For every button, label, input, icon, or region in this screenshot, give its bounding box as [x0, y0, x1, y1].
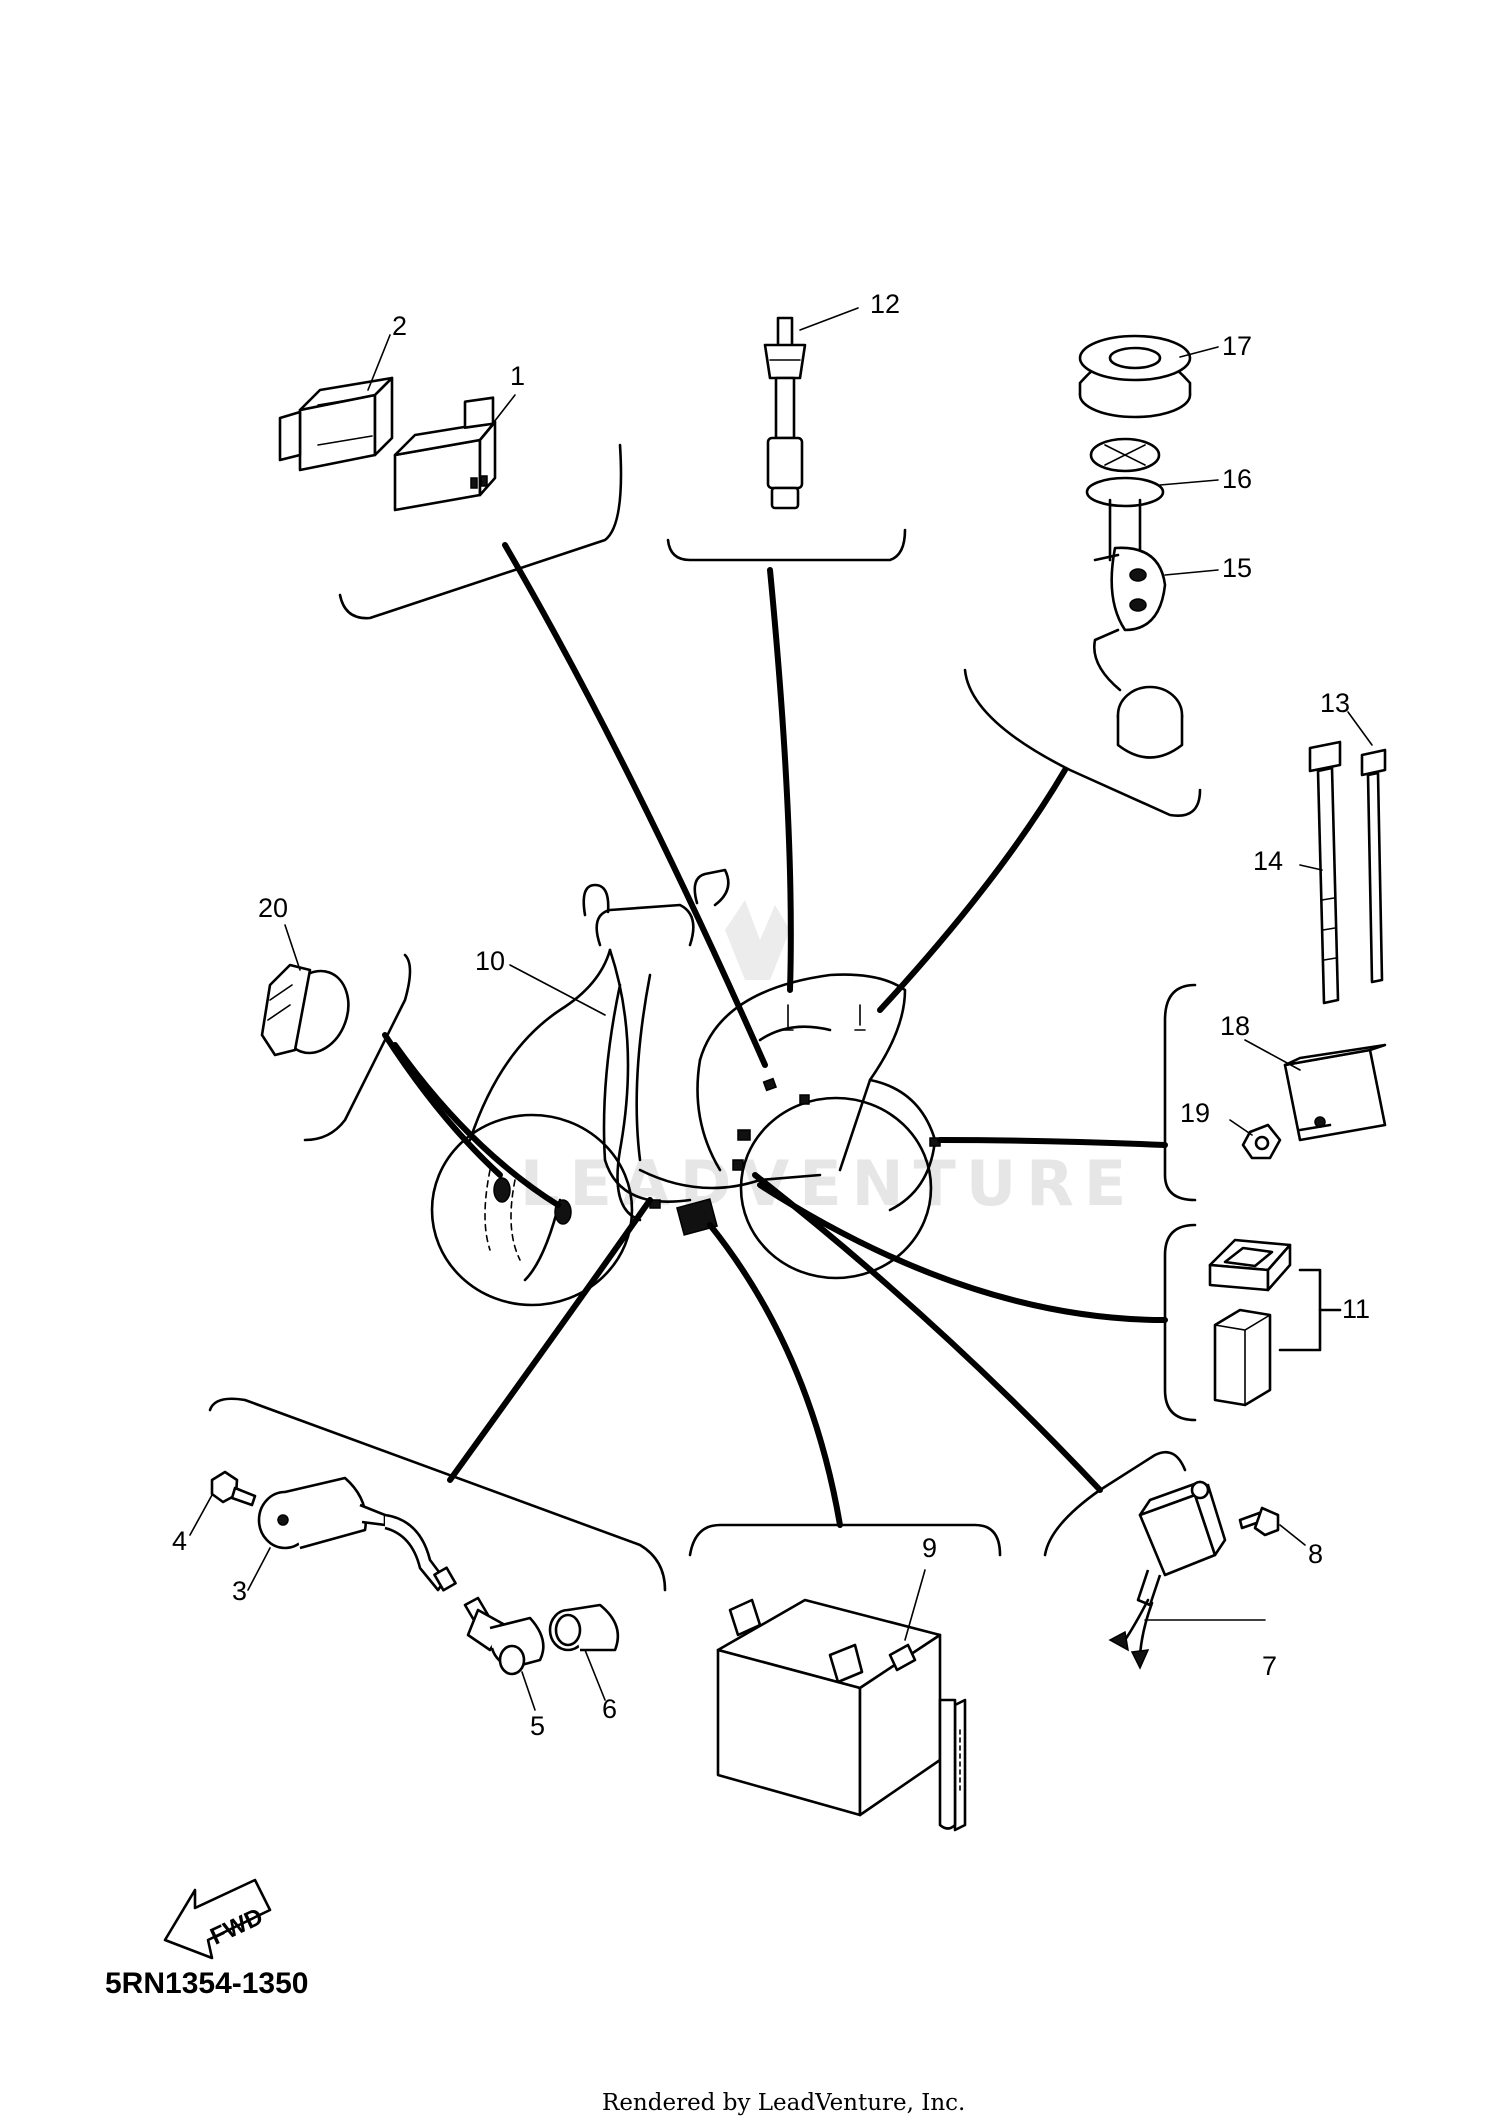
part-19-nut: [1241, 1123, 1282, 1160]
callout-9: 9: [922, 1533, 937, 1563]
diagram-code: 5RN1354-1350: [105, 1967, 308, 2000]
callout-1: 1: [510, 361, 525, 391]
callout-18: 18: [1220, 1011, 1250, 1041]
callout-11: 11: [1342, 1294, 1370, 1324]
callout-20: 20: [258, 893, 288, 923]
callout-5: 5: [530, 1711, 545, 1741]
harness-lines: [382, 542, 1168, 1528]
callout-13: 13: [1320, 688, 1350, 718]
part-12-sensor: [763, 316, 807, 510]
callout-14: 14: [1253, 846, 1283, 876]
part-16-ring: [1085, 437, 1165, 508]
part-6-cap: [548, 1603, 620, 1652]
part-20-horn: [260, 963, 350, 1057]
scooter-outline: [430, 868, 941, 1307]
part-14-cable-tie: [1308, 740, 1342, 1005]
callout-6: 6: [602, 1694, 617, 1724]
part-9-battery: [716, 1598, 967, 1832]
part-7-sensor: [1108, 1480, 1227, 1670]
part-5-plug-cap: [463, 1596, 545, 1676]
callout-10: 10: [475, 946, 505, 976]
callout-7: 7: [1262, 1651, 1277, 1681]
part-17-grommet: [1078, 334, 1192, 419]
part-8-bolt: [1238, 1506, 1280, 1537]
part-13-cable-tie: [1360, 748, 1387, 984]
part-3-ignition-coil: [257, 1476, 457, 1592]
callout-3: 3: [232, 1576, 247, 1606]
callout-2: 2: [392, 311, 407, 341]
group-brackets: [208, 443, 1202, 1592]
footer-credit: Rendered by LeadVenture, Inc.: [602, 2090, 965, 2116]
callout-15: 15: [1222, 553, 1252, 583]
part-11-relay: [1208, 1238, 1342, 1407]
fwd-direction-arrow: FWD: [163, 1878, 272, 1960]
part-18-damper: [1283, 1043, 1387, 1142]
fwd-label: FWD: [206, 1903, 267, 1951]
callout-16: 16: [1222, 464, 1252, 494]
part-2-cover: [278, 376, 394, 472]
callout-leaders: [189, 307, 1373, 1711]
watermark: LEADVENTURE: [520, 900, 1136, 1220]
watermark-text: LEADVENTURE: [520, 1147, 1136, 1220]
callout-4: 4: [172, 1526, 187, 1556]
callout-17: 17: [1222, 331, 1252, 361]
part-1-cdi-unit: [393, 396, 497, 512]
callout-labels: 1 2 3 4 5 6 7 8 9 10 11 12 13 14 15 16 1…: [172, 289, 1370, 1741]
part-15-fuel-sender: [1092, 498, 1184, 759]
callout-19: 19: [1180, 1098, 1210, 1128]
callout-12: 12: [870, 289, 900, 319]
part-4-bolt: [210, 1470, 257, 1507]
callout-8: 8: [1308, 1539, 1323, 1569]
